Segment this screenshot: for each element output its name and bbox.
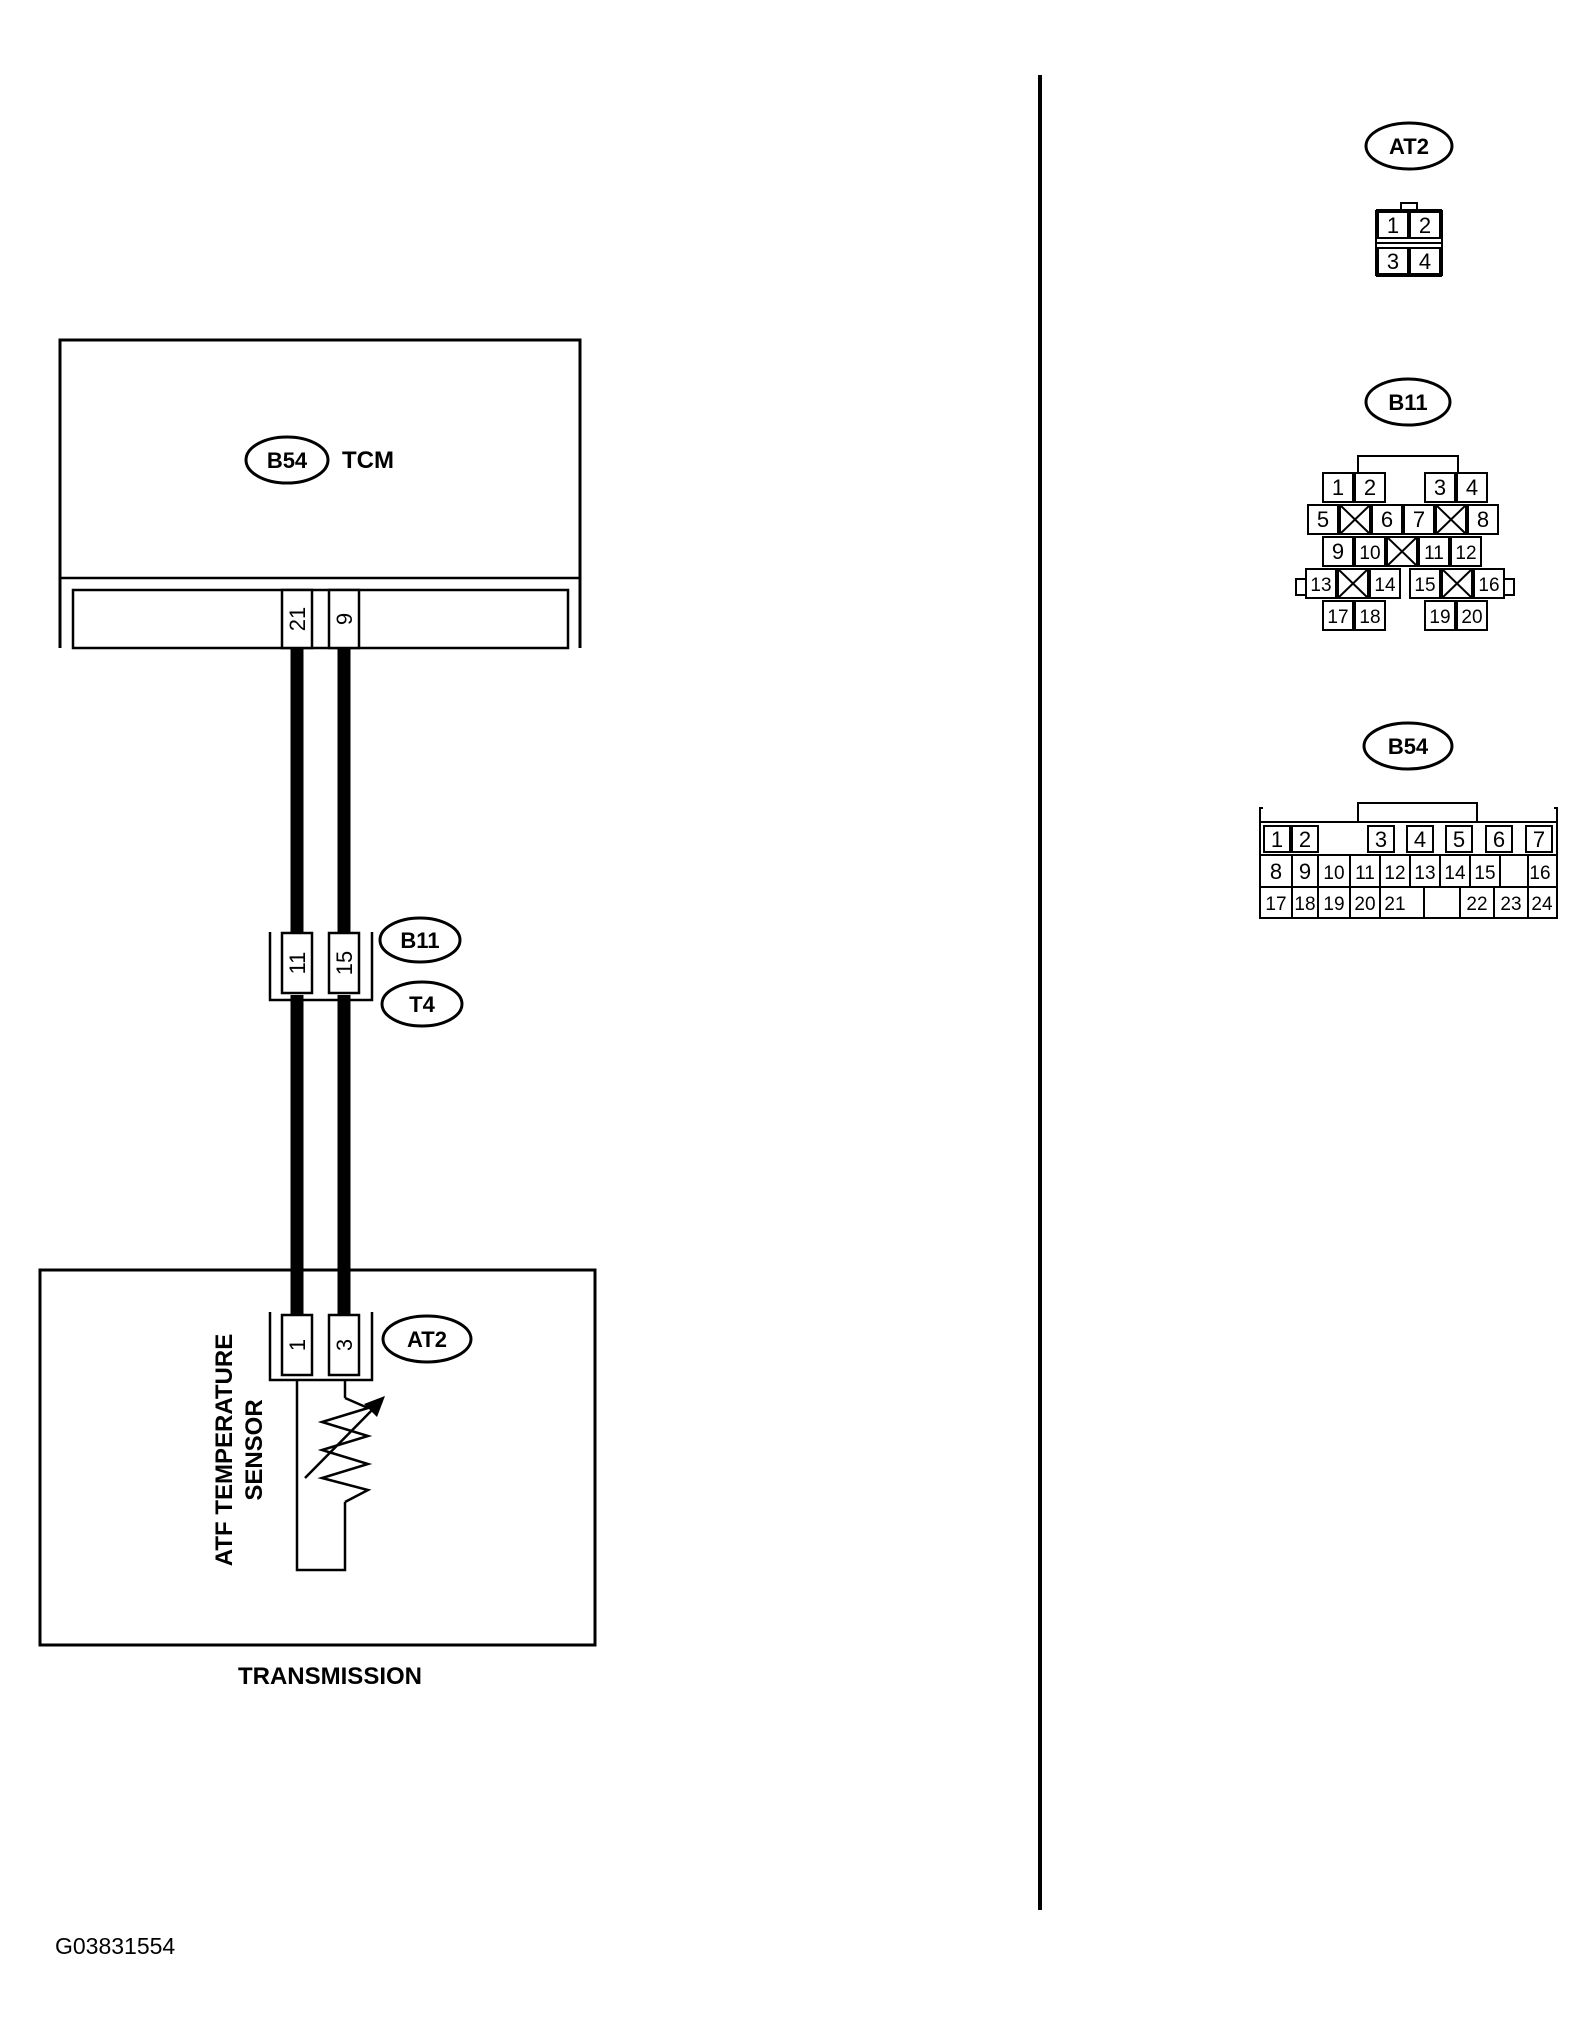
b54-face-pin-9: 9: [1299, 859, 1311, 884]
thermistor-icon: [317, 1396, 373, 1504]
transmission-box: TRANSMISSION: [38, 1268, 597, 1690]
b54-face-pin-19: 19: [1323, 894, 1344, 915]
b11-face-pin-10: 10: [1359, 543, 1380, 564]
tcm-name: TCM: [342, 447, 394, 474]
connector-face-b54: B54 1 2 3: [1259, 721, 1558, 919]
b11-face-pin-14: 14: [1374, 575, 1396, 596]
joint-pin-11: 11: [285, 952, 310, 975]
b54-face-pin-2: 2: [1299, 827, 1311, 852]
b54-face-pin-17: 17: [1265, 894, 1286, 915]
transmission-label: TRANSMISSION: [238, 1663, 422, 1690]
b11-face-pin-19: 19: [1429, 607, 1450, 628]
b11-face-pin-4: 4: [1466, 475, 1478, 500]
b11-face-pin-6: 6: [1381, 507, 1393, 532]
b54-face-pin-3: 3: [1375, 827, 1387, 852]
sensor-name-line1: ATF TEMPERATURE: [211, 1334, 238, 1566]
b54-face-pin-15: 15: [1474, 863, 1495, 884]
sensor-pin-1: 1: [285, 1339, 310, 1351]
b11-face-pin-12: 12: [1455, 543, 1476, 564]
b11-face-pin-13: 13: [1310, 575, 1331, 596]
joint-pin-15: 15: [332, 951, 357, 975]
b54-face-pin-5: 5: [1453, 827, 1465, 852]
b54-face-pin-12: 12: [1384, 863, 1405, 884]
b54-face-pin-16: 16: [1529, 863, 1550, 884]
b11-face-pin-15: 15: [1414, 575, 1435, 596]
connector-face-b11: B11: [1295, 377, 1515, 631]
b11-face-pin-20: 20: [1461, 607, 1482, 628]
b54-face-pin-24: 24: [1531, 894, 1553, 915]
b54-face-pin-14: 14: [1444, 863, 1466, 884]
b54-face-pin-20: 20: [1354, 894, 1375, 915]
b11-face-pin-9: 9: [1332, 539, 1344, 564]
tcm-module: B54 TCM 21 9: [58, 338, 582, 650]
b11-face-pin-8: 8: [1477, 507, 1489, 532]
tcm-code: B54: [267, 448, 308, 473]
joint-code-t4: T4: [409, 992, 435, 1017]
b54-face-pin-21: 21: [1384, 894, 1405, 915]
connector-face-at2: AT2 1 2 3 4: [1364, 121, 1454, 277]
tcm-pin-9: 9: [332, 613, 357, 625]
b11-face-pin-7: 7: [1413, 507, 1425, 532]
tcm-code-badge: [244, 435, 330, 485]
b54-face-pin-18: 18: [1294, 894, 1315, 915]
b54-face-pin-6: 6: [1493, 827, 1505, 852]
tcm-pin-21: 21: [285, 607, 310, 631]
at2-face-code: AT2: [1389, 134, 1429, 159]
b54-face-pin-1: 1: [1271, 827, 1283, 852]
b11-face-pin-17: 17: [1327, 607, 1348, 628]
b54-face-pin-23: 23: [1500, 894, 1521, 915]
sensor-name-line2: SENSOR: [241, 1399, 268, 1500]
b54-face-pin-4: 4: [1414, 827, 1426, 852]
b11-face-pin-1: 1: [1332, 475, 1344, 500]
b11-face-pin-18: 18: [1359, 607, 1380, 628]
b54-face-pin-11: 11: [1355, 863, 1375, 884]
b11-face-pin-16: 16: [1478, 575, 1499, 596]
at2-face-pin-4: 4: [1419, 249, 1431, 274]
atf-temperature-sensor: 1 3 AT2 ATF TEMPERATURE SENSOR: [211, 1312, 473, 1572]
b54-face-pin-13: 13: [1414, 863, 1435, 884]
b11-face-pin-5: 5: [1317, 507, 1329, 532]
b54-face-code: B54: [1388, 734, 1429, 759]
b11-face-pin-11: 11: [1424, 543, 1444, 564]
b54-face-pin-10: 10: [1323, 863, 1344, 884]
b11-face-pin-2: 2: [1364, 475, 1376, 500]
sensor-pin-3: 3: [332, 1339, 357, 1351]
diagram-reference: G03831554: [55, 1933, 175, 1959]
at2-face-pin-2: 2: [1419, 213, 1431, 238]
at2-face-pin-1: 1: [1387, 213, 1399, 238]
sensor-code: AT2: [407, 1327, 447, 1352]
b54-face-pin-7: 7: [1533, 827, 1545, 852]
b11-face-code: B11: [1388, 390, 1427, 415]
harness-wires: [290, 648, 351, 1320]
b54-face-pin-8: 8: [1270, 859, 1282, 884]
b11-face-pin-3: 3: [1434, 475, 1446, 500]
joint-code-b11: B11: [400, 928, 439, 953]
b54-face-pin-22: 22: [1466, 894, 1487, 915]
at2-face-pin-3: 3: [1387, 249, 1399, 274]
joint-connector: 11 15 B11 T4: [268, 916, 464, 1028]
